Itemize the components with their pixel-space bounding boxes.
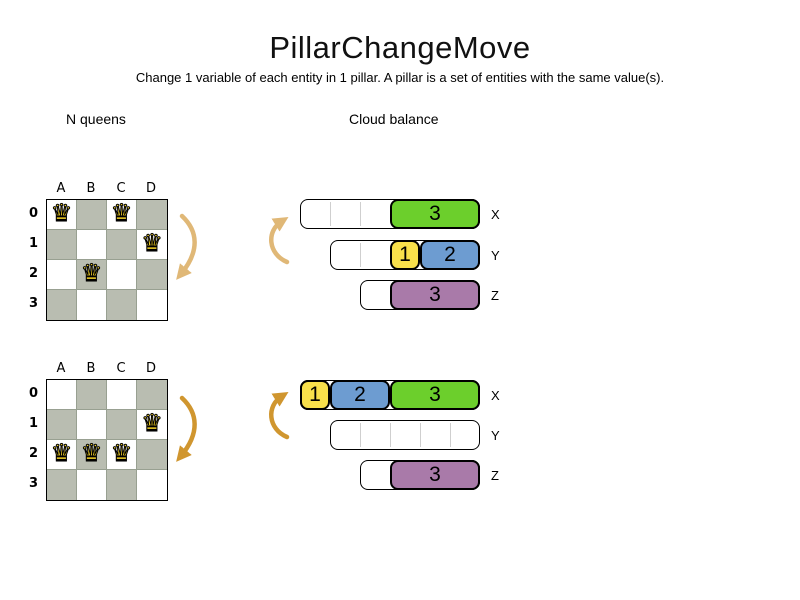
row-label-2: 2 [28, 446, 39, 461]
queen-icon: ♛ [141, 229, 163, 257]
row-label-3: 3 [28, 296, 39, 311]
board-grid: ♛♛♛♛ [46, 379, 168, 501]
queen-icon: ♛ [50, 199, 73, 227]
chessboard-before: A B C D 0 1 2 3 ♛ ♛ ♛ ♛ [29, 181, 168, 321]
section-label-cloud-balance: Cloud balance [349, 111, 439, 127]
bar-label-Z: Z [491, 288, 499, 303]
process-block-3: 3 [390, 199, 480, 229]
process-block-2: 2 [330, 380, 390, 410]
process-block-3: 3 [390, 380, 480, 410]
section-label-nqueens: N queens [66, 111, 126, 127]
cell-A2: ♛ [47, 439, 77, 470]
queen-icon: ♛ [80, 439, 103, 467]
cell-A3 [47, 470, 77, 500]
row-label-0: 0 [28, 206, 39, 221]
cell-A1 [47, 410, 77, 440]
column-label-D: D [145, 361, 156, 376]
row-label-1: 1 [28, 236, 39, 251]
cell-B1 [77, 230, 107, 260]
cell-C2 [107, 260, 137, 290]
unit-divider [419, 423, 421, 447]
process-block-1: 1 [300, 380, 330, 410]
bar-label-Y: Y [491, 248, 500, 263]
cell-A0: ♛ [47, 199, 77, 230]
bar-label-X: X [491, 207, 500, 222]
row-label-0: 0 [28, 386, 39, 401]
queen-icon: ♛ [141, 409, 163, 437]
cell-B0 [77, 200, 107, 230]
cell-B1 [77, 410, 107, 440]
cloud-before-move-arrow-icon [269, 216, 290, 265]
page-title: PillarChangeMove [269, 30, 531, 65]
cell-A1 [47, 230, 77, 260]
cell-D0 [137, 200, 167, 230]
row-label-2: 2 [28, 266, 39, 281]
column-label-A: A [56, 181, 66, 196]
bar-label-Z: Z [491, 468, 499, 483]
cell-B3 [77, 470, 107, 500]
process-block-1: 1 [390, 240, 420, 270]
unit-divider [449, 423, 451, 447]
cell-C1 [107, 230, 137, 260]
bar-label-X: X [491, 388, 500, 403]
column-label-C: C [116, 361, 126, 376]
cell-D1: ♛ [137, 229, 167, 260]
cell-C0: ♛ [107, 199, 137, 230]
cell-A2 [47, 260, 77, 290]
cell-A0 [47, 380, 77, 410]
board-after-move-arrow-icon [176, 395, 197, 462]
cell-C0 [107, 380, 137, 410]
cell-B3 [77, 290, 107, 320]
column-label-B: B [86, 181, 96, 196]
cell-C1 [107, 410, 137, 440]
process-block-3: 3 [390, 460, 480, 490]
computer-bar-Y [330, 420, 480, 450]
cell-C3 [107, 470, 137, 500]
cell-B0 [77, 380, 107, 410]
cell-D1: ♛ [137, 409, 167, 440]
cell-D3 [137, 470, 167, 500]
page-subtitle: Change 1 variable of each entity in 1 pi… [135, 70, 665, 85]
unit-divider [389, 423, 391, 447]
cell-B2: ♛ [77, 259, 107, 290]
unit-divider [359, 243, 361, 267]
unit-divider [359, 423, 361, 447]
queen-icon: ♛ [110, 199, 133, 227]
column-label-B: B [86, 361, 96, 376]
process-block-3: 3 [390, 280, 480, 310]
column-label-D: D [145, 181, 156, 196]
row-label-1: 1 [28, 416, 39, 431]
board-before-move-arrow-icon [176, 213, 197, 280]
cell-D2 [137, 260, 167, 290]
cell-C2: ♛ [107, 439, 137, 470]
queen-icon: ♛ [110, 439, 133, 467]
cell-C3 [107, 290, 137, 320]
cell-D0 [137, 380, 167, 410]
bar-label-Y: Y [491, 428, 500, 443]
queen-icon: ♛ [80, 259, 103, 287]
row-label-3: 3 [28, 476, 39, 491]
process-block-2: 2 [420, 240, 480, 270]
queen-icon: ♛ [50, 439, 73, 467]
cell-B2: ♛ [77, 439, 107, 470]
board-grid: ♛ ♛ ♛ ♛ [46, 199, 168, 321]
unit-divider [329, 202, 331, 226]
cell-D3 [137, 290, 167, 320]
cell-D2 [137, 440, 167, 470]
cell-A3 [47, 290, 77, 320]
column-label-C: C [116, 181, 126, 196]
column-label-A: A [56, 361, 66, 376]
cloud-after-move-arrow-icon [269, 391, 290, 440]
unit-divider [359, 202, 361, 226]
